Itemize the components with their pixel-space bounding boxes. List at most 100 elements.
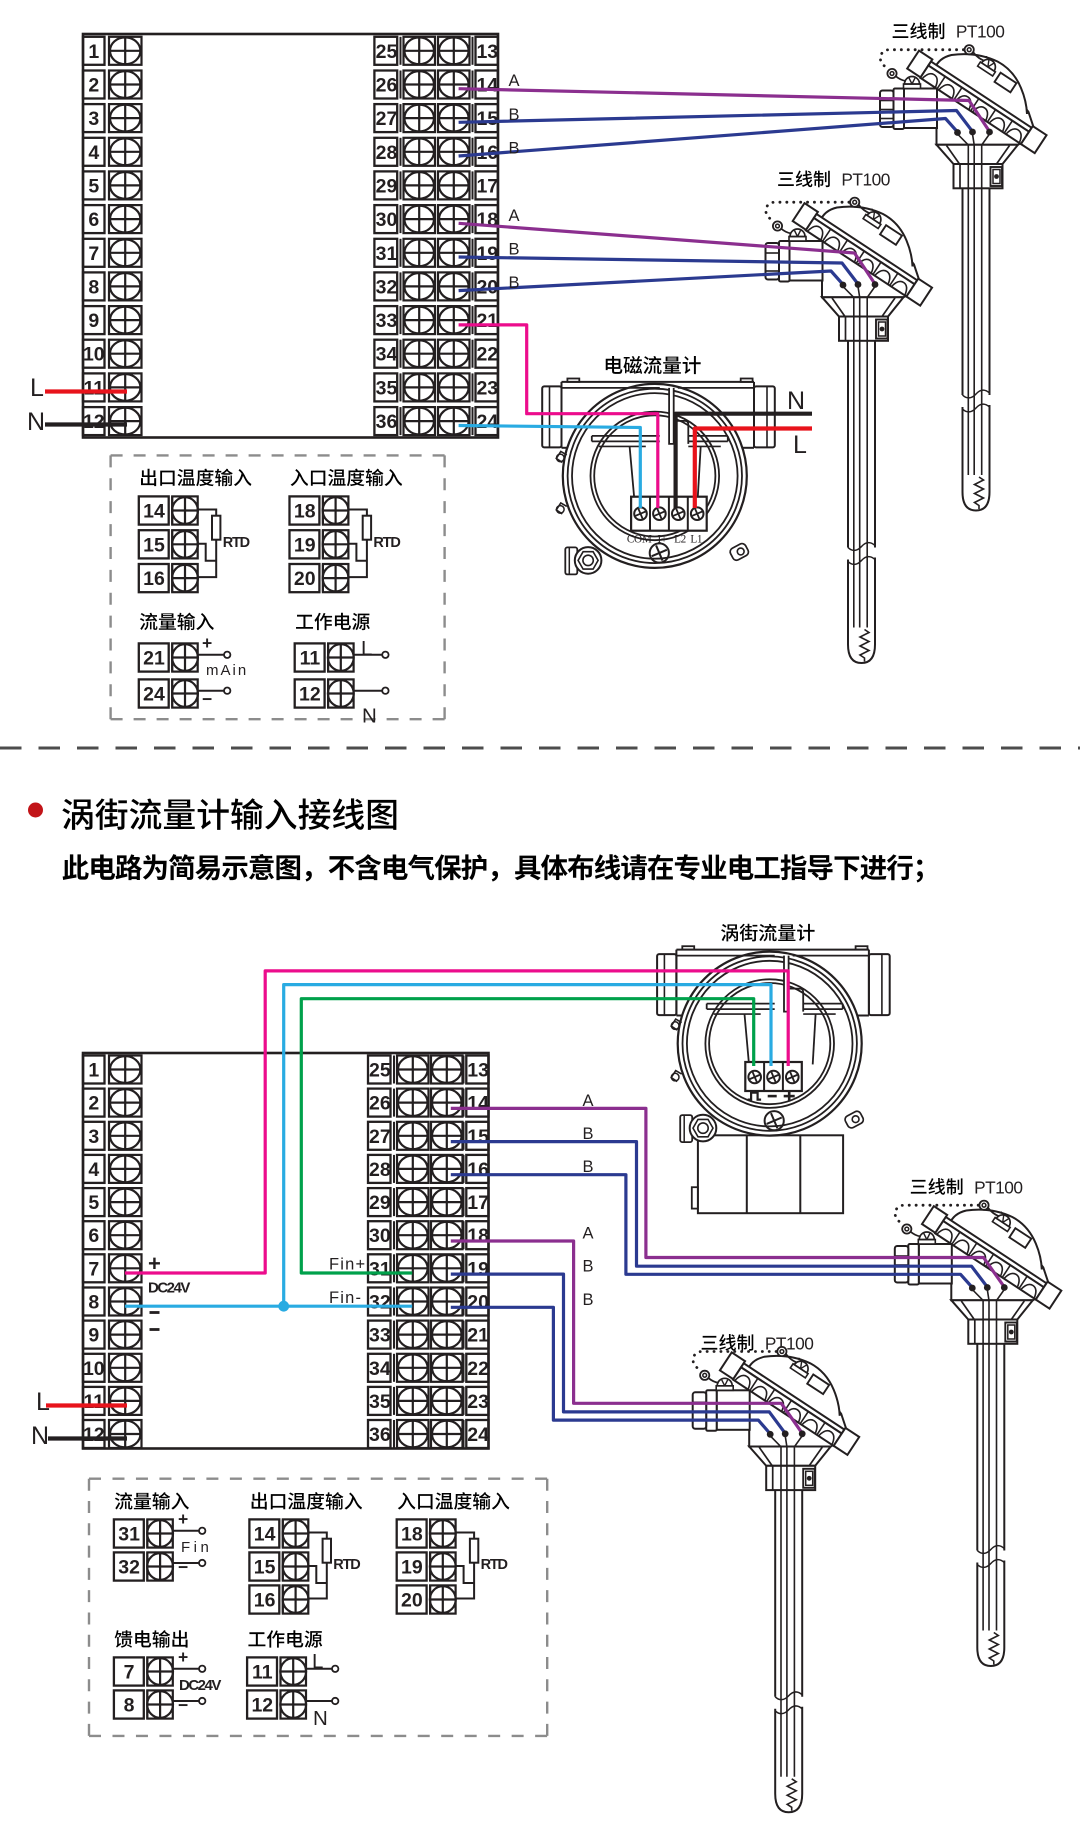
svg-text:28: 28 — [376, 142, 398, 164]
svg-text:25: 25 — [376, 41, 398, 63]
svg-text:1: 1 — [88, 41, 99, 63]
svg-text:25: 25 — [369, 1060, 391, 1082]
svg-text:20: 20 — [476, 276, 498, 298]
svg-text:B: B — [508, 140, 519, 158]
svg-text:23: 23 — [467, 1391, 489, 1413]
svg-text:21: 21 — [143, 648, 165, 670]
svg-text:34: 34 — [369, 1358, 391, 1380]
svg-text:18: 18 — [467, 1225, 489, 1247]
svg-text:RTD: RTD — [481, 1557, 508, 1573]
svg-text:20: 20 — [467, 1292, 489, 1314]
svg-text:RTD: RTD — [373, 535, 400, 551]
svg-text:18: 18 — [401, 1524, 423, 1546]
svg-text:22: 22 — [476, 344, 498, 366]
svg-text:L2: L2 — [674, 533, 686, 545]
svg-text:B: B — [508, 274, 519, 292]
svg-text:A: A — [508, 207, 519, 225]
svg-text:35: 35 — [376, 377, 398, 399]
svg-text:18: 18 — [476, 209, 498, 231]
svg-text:12: 12 — [299, 684, 321, 706]
svg-text:24: 24 — [143, 684, 165, 706]
svg-text:14: 14 — [467, 1093, 489, 1115]
svg-text:11: 11 — [252, 1662, 273, 1684]
svg-text:PT100: PT100 — [841, 170, 889, 190]
svg-text:16: 16 — [254, 1590, 276, 1612]
svg-text:36: 36 — [369, 1424, 391, 1446]
svg-text:L: L — [30, 374, 44, 402]
svg-text:DC24V: DC24V — [179, 1677, 221, 1694]
svg-text:14: 14 — [143, 501, 165, 523]
svg-text:11: 11 — [83, 1391, 104, 1413]
svg-text:3: 3 — [88, 108, 99, 130]
svg-text:27: 27 — [376, 108, 398, 130]
svg-text:19: 19 — [401, 1557, 423, 1579]
svg-text:6: 6 — [88, 209, 99, 231]
svg-text:DC24V: DC24V — [148, 1280, 190, 1297]
svg-text:PT100: PT100 — [765, 1333, 813, 1353]
svg-text:L: L — [793, 431, 807, 459]
svg-text:30: 30 — [369, 1225, 391, 1247]
svg-text:29: 29 — [376, 175, 398, 197]
svg-text:B: B — [582, 1291, 593, 1309]
svg-text:12: 12 — [251, 1695, 273, 1717]
svg-text:11: 11 — [300, 648, 321, 670]
svg-text:20: 20 — [294, 568, 316, 590]
svg-text:7: 7 — [88, 243, 99, 265]
svg-text:21: 21 — [476, 310, 498, 332]
svg-text:17: 17 — [476, 175, 498, 197]
svg-text:7: 7 — [88, 1258, 99, 1280]
svg-text:−: − — [178, 1557, 188, 1577]
svg-text:N: N — [787, 387, 805, 415]
svg-text:32: 32 — [369, 1292, 391, 1314]
svg-text:30: 30 — [376, 209, 398, 231]
svg-text:COM: COM — [627, 533, 652, 545]
svg-text:+: + — [178, 1509, 188, 1529]
svg-text:Fin: Fin — [181, 1539, 212, 1556]
svg-text:N: N — [27, 408, 45, 436]
svg-text:8: 8 — [88, 1292, 99, 1314]
svg-text:33: 33 — [369, 1325, 391, 1347]
svg-text:4: 4 — [88, 1159, 99, 1181]
svg-text:2: 2 — [88, 75, 99, 97]
svg-text:19: 19 — [476, 243, 498, 265]
svg-text:N: N — [313, 1707, 328, 1730]
svg-text:8: 8 — [124, 1695, 135, 1717]
svg-text:36: 36 — [376, 411, 398, 433]
svg-text:L1: L1 — [690, 533, 702, 545]
svg-text:20: 20 — [401, 1590, 423, 1612]
svg-text:B: B — [508, 106, 519, 124]
svg-text:A: A — [508, 72, 519, 90]
svg-text:B: B — [582, 1258, 593, 1276]
svg-text:4: 4 — [88, 142, 99, 164]
svg-text:11: 11 — [83, 377, 104, 399]
svg-text:14: 14 — [476, 75, 498, 97]
svg-text:10: 10 — [83, 344, 105, 366]
svg-text:6: 6 — [88, 1225, 99, 1247]
svg-text:32: 32 — [118, 1557, 140, 1579]
svg-text:31: 31 — [118, 1524, 140, 1546]
svg-text:16: 16 — [143, 568, 165, 590]
svg-text:10: 10 — [83, 1358, 105, 1380]
svg-text:RTD: RTD — [223, 535, 250, 551]
svg-text:−: − — [178, 1695, 188, 1715]
svg-text:32: 32 — [376, 276, 398, 298]
svg-text:31: 31 — [376, 243, 398, 265]
svg-text:+: + — [178, 1647, 188, 1667]
svg-text:23: 23 — [476, 377, 498, 399]
svg-text:12: 12 — [83, 1424, 105, 1446]
svg-text:PT100: PT100 — [956, 22, 1004, 42]
svg-text:13: 13 — [467, 1060, 489, 1082]
svg-text:26: 26 — [376, 75, 398, 97]
svg-text:33: 33 — [376, 310, 398, 332]
svg-text:24: 24 — [476, 411, 498, 433]
svg-text:19: 19 — [467, 1258, 489, 1280]
svg-text:3: 3 — [88, 1126, 99, 1148]
svg-text:5: 5 — [88, 175, 99, 197]
svg-text:35: 35 — [369, 1391, 391, 1413]
svg-text:15: 15 — [254, 1557, 276, 1579]
svg-text:B: B — [582, 1125, 593, 1143]
svg-text:N: N — [362, 705, 377, 728]
svg-text:8: 8 — [88, 276, 99, 298]
svg-text:5: 5 — [88, 1192, 99, 1214]
svg-text:16: 16 — [467, 1159, 489, 1181]
